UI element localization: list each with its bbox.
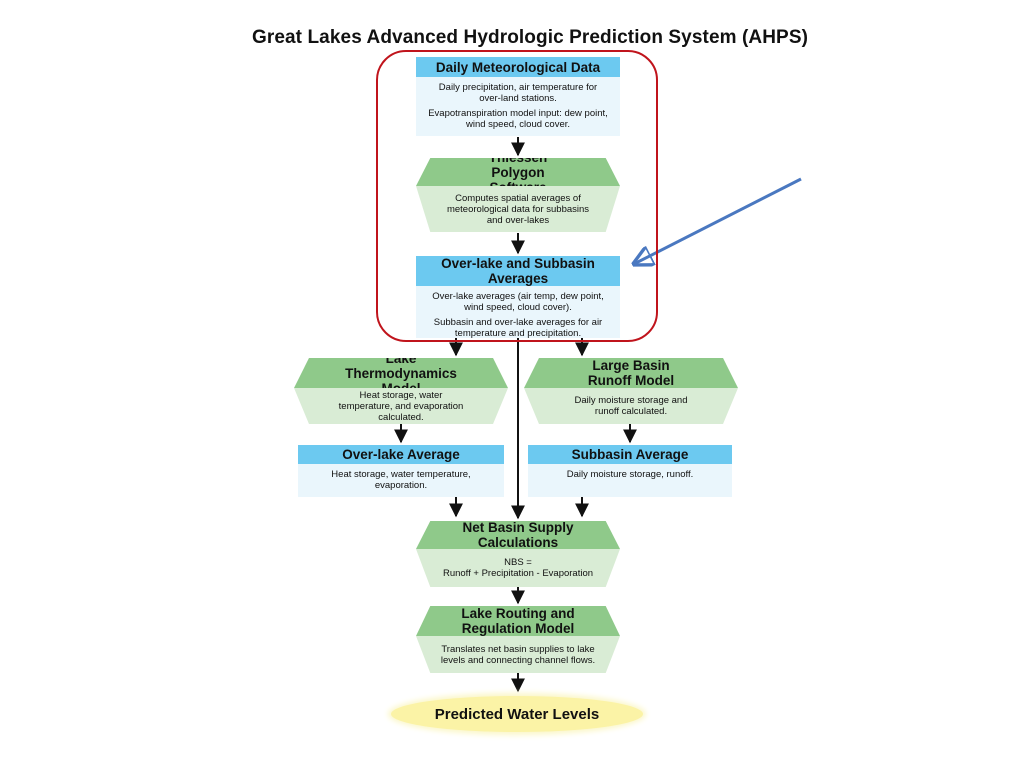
routing-body: Translates net basin supplies to lake le…	[416, 636, 620, 673]
met-data-line2: Evapotranspiration model input: dew poin…	[428, 108, 608, 130]
overlake-average-body: Heat storage, water temperature, evapora…	[298, 464, 504, 497]
nbs-line1: NBS =	[504, 557, 532, 568]
large-basin-body: Daily moisture storage and runoff calcul…	[524, 388, 738, 424]
subbasin-average-body: Daily moisture storage, runoff.	[528, 464, 732, 497]
routing-header: Lake Routing and Regulation Model	[416, 606, 620, 636]
large-basin-text: Daily moisture storage and runoff calcul…	[574, 395, 688, 417]
overlake-average-text: Heat storage, water temperature, evapora…	[331, 469, 471, 491]
nbs-body: NBS = Runoff + Precipitation - Evaporati…	[416, 549, 620, 587]
nbs-header: Net Basin Supply Calculations	[416, 521, 620, 549]
thiessen-body: Computes spatial averages of meteorologi…	[416, 186, 620, 232]
lake-thermo-body: Heat storage, water temperature, and eva…	[294, 388, 508, 424]
averages-body: Over-lake averages (air temp, dew point,…	[416, 286, 620, 339]
routing-text: Translates net basin supplies to lake le…	[440, 643, 596, 666]
overlake-average-header: Over-lake Average	[298, 445, 504, 464]
met-data-line1: Daily precipitation, air temperature for…	[438, 82, 598, 104]
highlight-frame	[376, 50, 658, 342]
pointer-arrow	[634, 177, 802, 264]
met-data-header: Daily Meteorological Data	[416, 57, 620, 77]
lake-thermo-header: Lake Thermodynamics Model	[294, 358, 508, 388]
subbasin-average-header: Subbasin Average	[528, 445, 732, 464]
averages-line1: Over-lake averages (air temp, dew point,…	[432, 291, 604, 313]
lake-thermo-text: Heat storage, water temperature, and eva…	[338, 389, 464, 423]
averages-header: Over-lake and Subbasin Averages	[416, 256, 620, 286]
subbasin-average-text: Daily moisture storage, runoff.	[566, 469, 694, 480]
nbs-line2: Runoff + Precipitation - Evaporation	[442, 568, 594, 579]
predicted-water-levels-oval: Predicted Water Levels	[391, 696, 643, 732]
averages-line2: Subbasin and over-lake averages for air …	[433, 317, 603, 339]
diagram-title: Great Lakes Advanced Hydrologic Predicti…	[251, 27, 809, 48]
large-basin-header: Large Basin Runoff Model	[524, 358, 738, 388]
met-data-body: Daily precipitation, air temperature for…	[416, 77, 620, 136]
thiessen-text: Computes spatial averages of meteorologi…	[446, 192, 590, 226]
thiessen-header: Thiessen Polygon Software	[416, 158, 620, 186]
